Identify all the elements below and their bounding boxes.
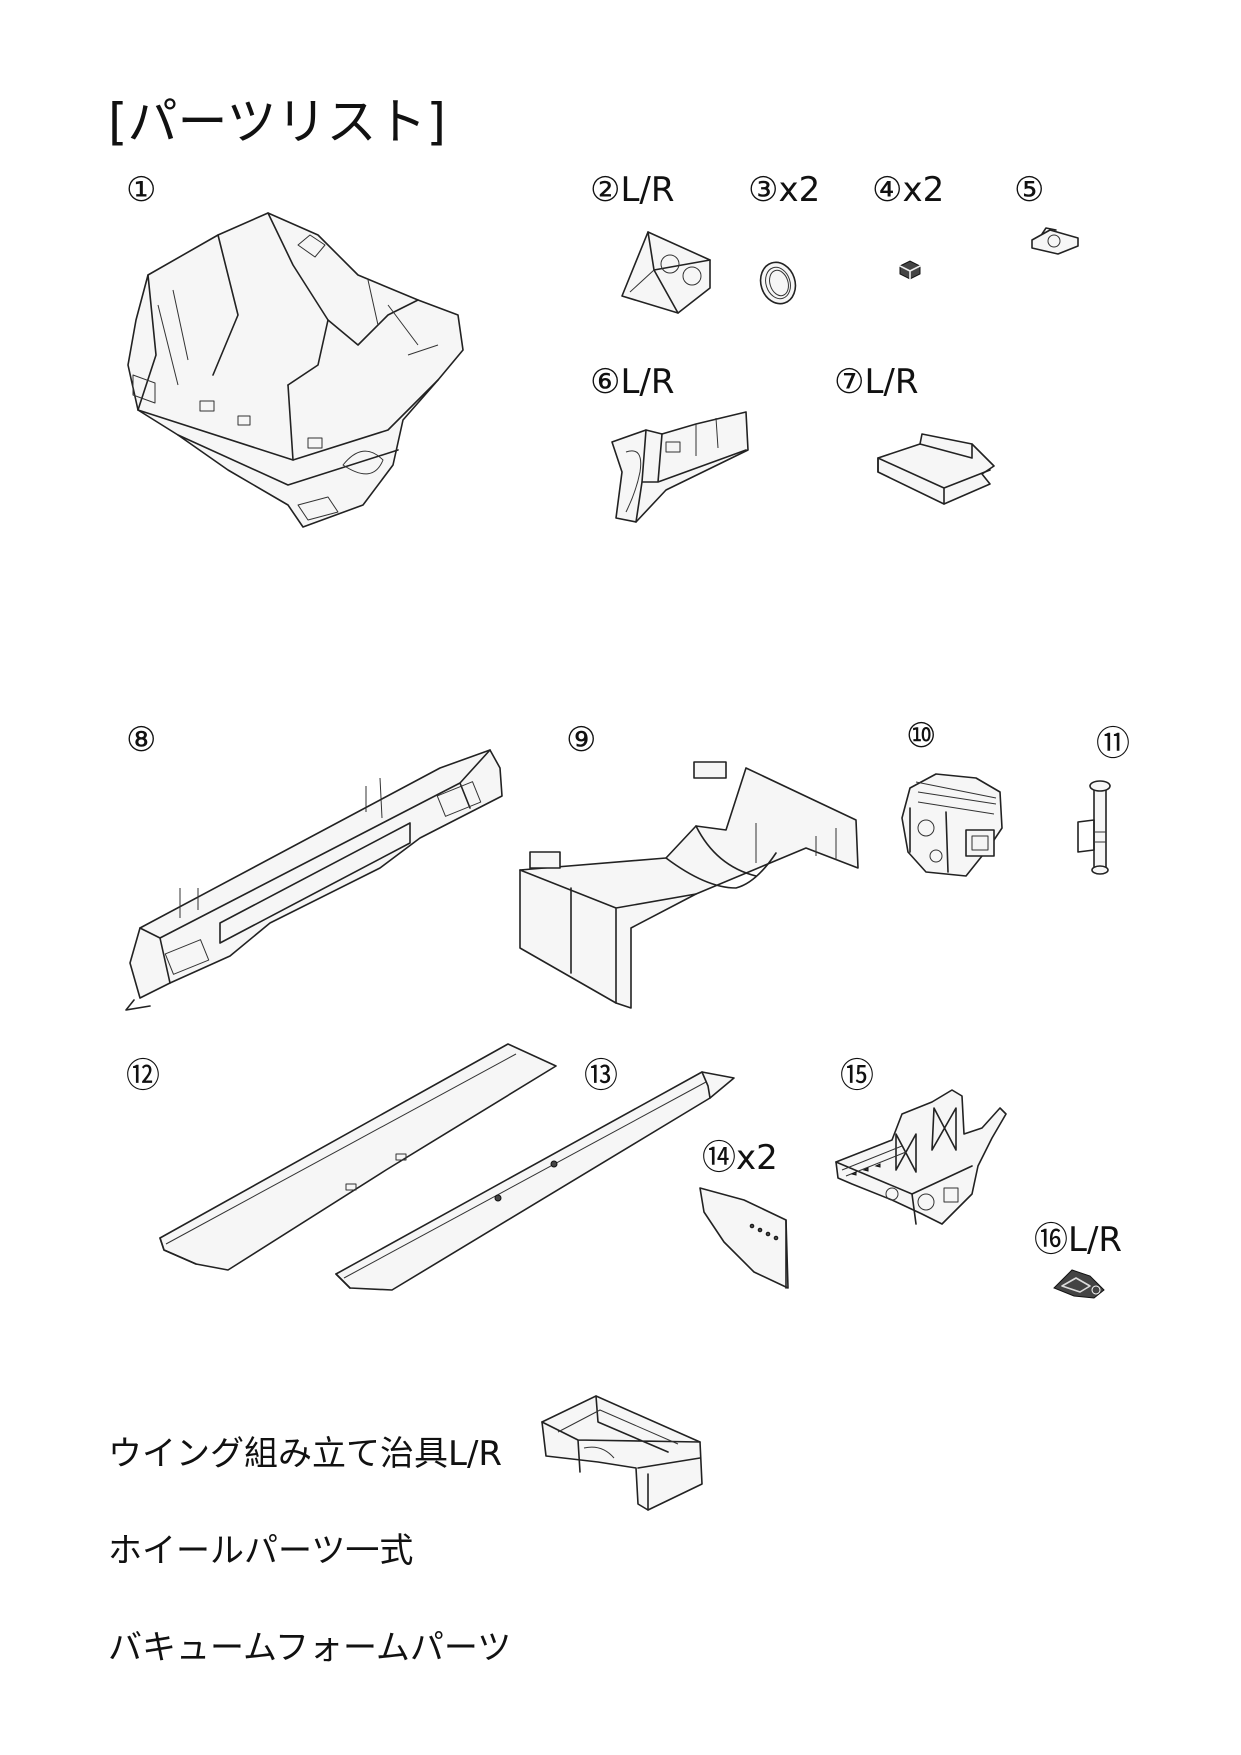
part-4-drawing <box>896 258 924 282</box>
wing-jig-drawing <box>538 1392 708 1518</box>
part-8-drawing <box>120 738 510 1018</box>
part-label-10: ⑩ <box>906 716 937 756</box>
part-label-6: ⑥L/R <box>590 362 675 402</box>
part-label-4: ④x2 <box>872 170 945 210</box>
page-title: [パーツリスト] <box>108 93 447 151</box>
note-wheel-parts: ホイールパーツ一式 <box>108 1531 414 1571</box>
part-10-drawing <box>896 768 1012 880</box>
part-label-11: ⑪ <box>1096 724 1130 764</box>
part-12-drawing <box>156 1040 560 1276</box>
part-13-drawing <box>332 1068 742 1292</box>
part-label-5: ⑤ <box>1014 170 1045 210</box>
part-6-drawing <box>606 412 756 532</box>
part-label-8: ⑧ <box>126 720 157 760</box>
part-label-9: ⑨ <box>566 720 597 760</box>
part-14-drawing <box>694 1182 794 1290</box>
part-label-1: ① <box>126 170 157 210</box>
part-15-drawing <box>832 1084 1012 1232</box>
part-label-16: ⑯L/R <box>1034 1220 1123 1260</box>
part-7-drawing <box>872 430 1002 510</box>
part-5-drawing <box>1028 226 1084 256</box>
part-label-3: ③x2 <box>748 170 821 210</box>
part-3-drawing <box>756 258 800 308</box>
part-9-drawing <box>516 748 866 1010</box>
part-label-13: ⑬ <box>584 1056 618 1096</box>
part-label-7: ⑦L/R <box>834 362 919 402</box>
part-1-drawing <box>118 205 518 540</box>
part-label-14: ⑭x2 <box>702 1138 778 1178</box>
part-16-drawing <box>1050 1264 1110 1304</box>
part-2-drawing <box>618 228 718 316</box>
part-label-12: ⑫ <box>126 1056 160 1096</box>
part-label-15: ⑮ <box>840 1056 874 1096</box>
part-11-drawing <box>1074 778 1124 878</box>
note-wing-jig: ウイング組み立て治具L/R <box>108 1434 503 1474</box>
part-label-2: ②L/R <box>590 170 675 210</box>
note-vacuum-parts: バキュームフォームパーツ <box>108 1628 512 1668</box>
